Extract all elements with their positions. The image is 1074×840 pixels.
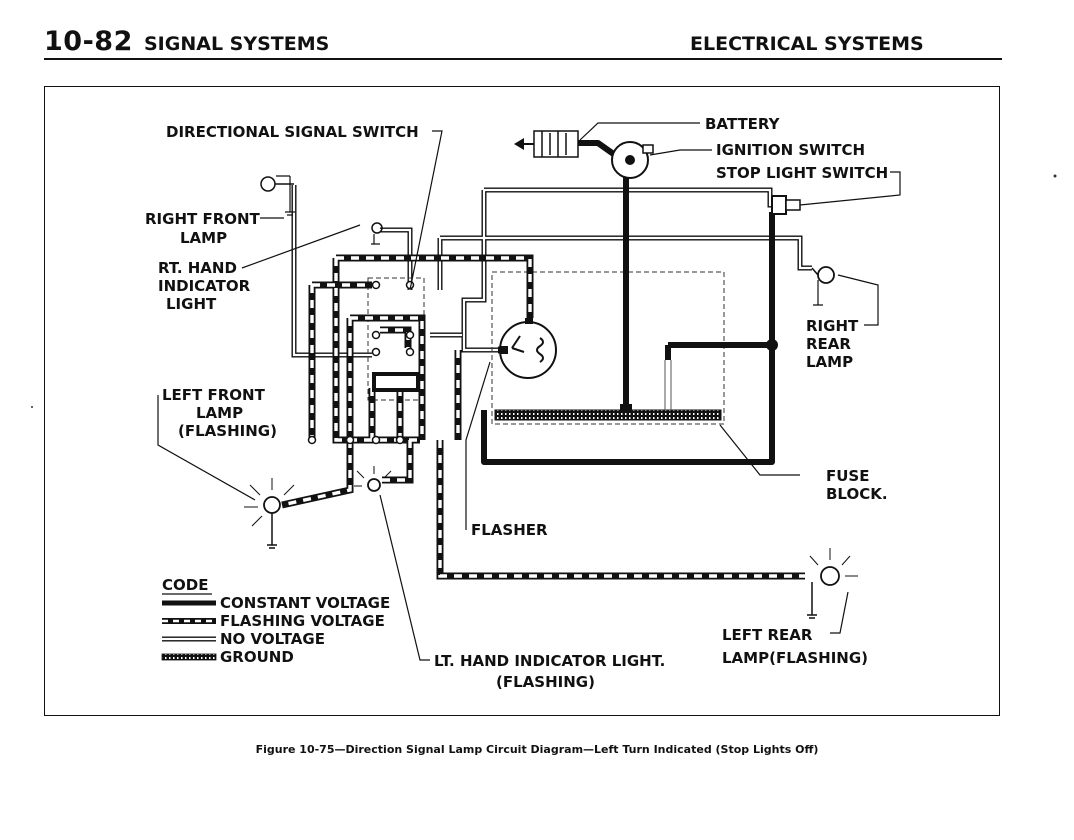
circuit-diagram: BATTERY IGNITION SWITCH STOP LIGHT SWITC… xyxy=(31,115,1057,691)
leader-lines xyxy=(157,122,901,661)
legend-title: CODE xyxy=(162,576,208,594)
fuse-block-tap xyxy=(620,404,632,412)
label-lt-hand-indicator-1: LT. HAND INDICATOR LIGHT. xyxy=(434,652,665,670)
label-left-front-lamp-3: (FLASHING) xyxy=(178,422,277,440)
right-rear-lamp-icon xyxy=(811,266,835,306)
label-rt-hand-1: RT. HAND xyxy=(158,259,237,277)
label-right-rear-lamp-1: RIGHT xyxy=(806,317,859,335)
label-left-front-lamp-2: LAMP xyxy=(196,404,243,422)
legend-item-constant: CONSTANT VOLTAGE xyxy=(220,594,390,612)
legend: CODE CONSTANT VOLTAGE FLASHING VOLTAGE N… xyxy=(161,576,390,666)
stray-mark xyxy=(1053,174,1057,178)
battery-icon xyxy=(514,130,579,158)
legend-swatch-ground xyxy=(161,653,217,661)
rt-hand-indicator-light-icon xyxy=(371,222,383,245)
section-title-left: SIGNAL SYSTEMS xyxy=(144,33,330,55)
label-lt-hand-indicator-2: (FLASHING) xyxy=(496,673,595,691)
switch-cam xyxy=(372,372,420,392)
header-rule xyxy=(44,58,1002,60)
label-fuse-block-2: BLOCK. xyxy=(826,485,888,503)
label-stop-light-switch: STOP LIGHT SWITCH xyxy=(716,164,888,182)
label-fuse-block-1: FUSE xyxy=(826,467,869,485)
constant-voltage-wires xyxy=(481,140,775,465)
ignition-switch-icon xyxy=(611,141,654,179)
left-front-lamp-icon xyxy=(244,478,295,549)
fuse-block-bar xyxy=(494,409,722,421)
legend-item-no-voltage: NO VOLTAGE xyxy=(220,630,325,648)
section-title-right: ELECTRICAL SYSTEMS xyxy=(690,33,924,55)
legend-item-flashing: FLASHING VOLTAGE xyxy=(220,612,385,630)
label-left-rear-lamp-2: LAMP(FLASHING) xyxy=(722,649,868,667)
stop-light-switch-icon xyxy=(771,195,801,215)
label-flasher: FLASHER xyxy=(471,521,548,539)
label-battery: BATTERY xyxy=(705,115,781,133)
left-rear-lamp-icon xyxy=(807,548,858,619)
figure-caption: Figure 10-75—Direction Signal Lamp Circu… xyxy=(255,743,819,756)
label-ignition-switch: IGNITION SWITCH xyxy=(716,141,865,159)
page-number: 10-82 xyxy=(44,26,133,57)
label-right-front-lamp-1: RIGHT FRONT xyxy=(145,210,261,228)
stray-mark xyxy=(31,406,33,408)
label-right-rear-lamp-3: LAMP xyxy=(806,353,853,371)
label-rt-hand-3: LIGHT xyxy=(166,295,217,313)
right-front-lamp-icon xyxy=(260,175,295,216)
lt-hand-indicator-light-icon xyxy=(354,466,392,492)
label-left-front-lamp-1: LEFT FRONT xyxy=(162,386,266,404)
label-left-rear-lamp-1: LEFT REAR xyxy=(722,626,813,644)
flasher-icon xyxy=(499,318,557,379)
diagram-frame xyxy=(44,86,1000,716)
junction-dot xyxy=(766,339,778,351)
label-right-rear-lamp-2: REAR xyxy=(806,335,851,353)
stoplight-feed xyxy=(664,360,672,410)
label-right-front-lamp-2: LAMP xyxy=(180,229,227,247)
label-rt-hand-2: INDICATOR xyxy=(158,277,251,295)
label-directional-signal-switch: DIRECTIONAL SIGNAL SWITCH xyxy=(166,123,419,141)
legend-item-ground: GROUND xyxy=(220,648,294,666)
flashing-voltage-wires xyxy=(281,254,805,580)
no-voltage-wires xyxy=(291,185,812,358)
